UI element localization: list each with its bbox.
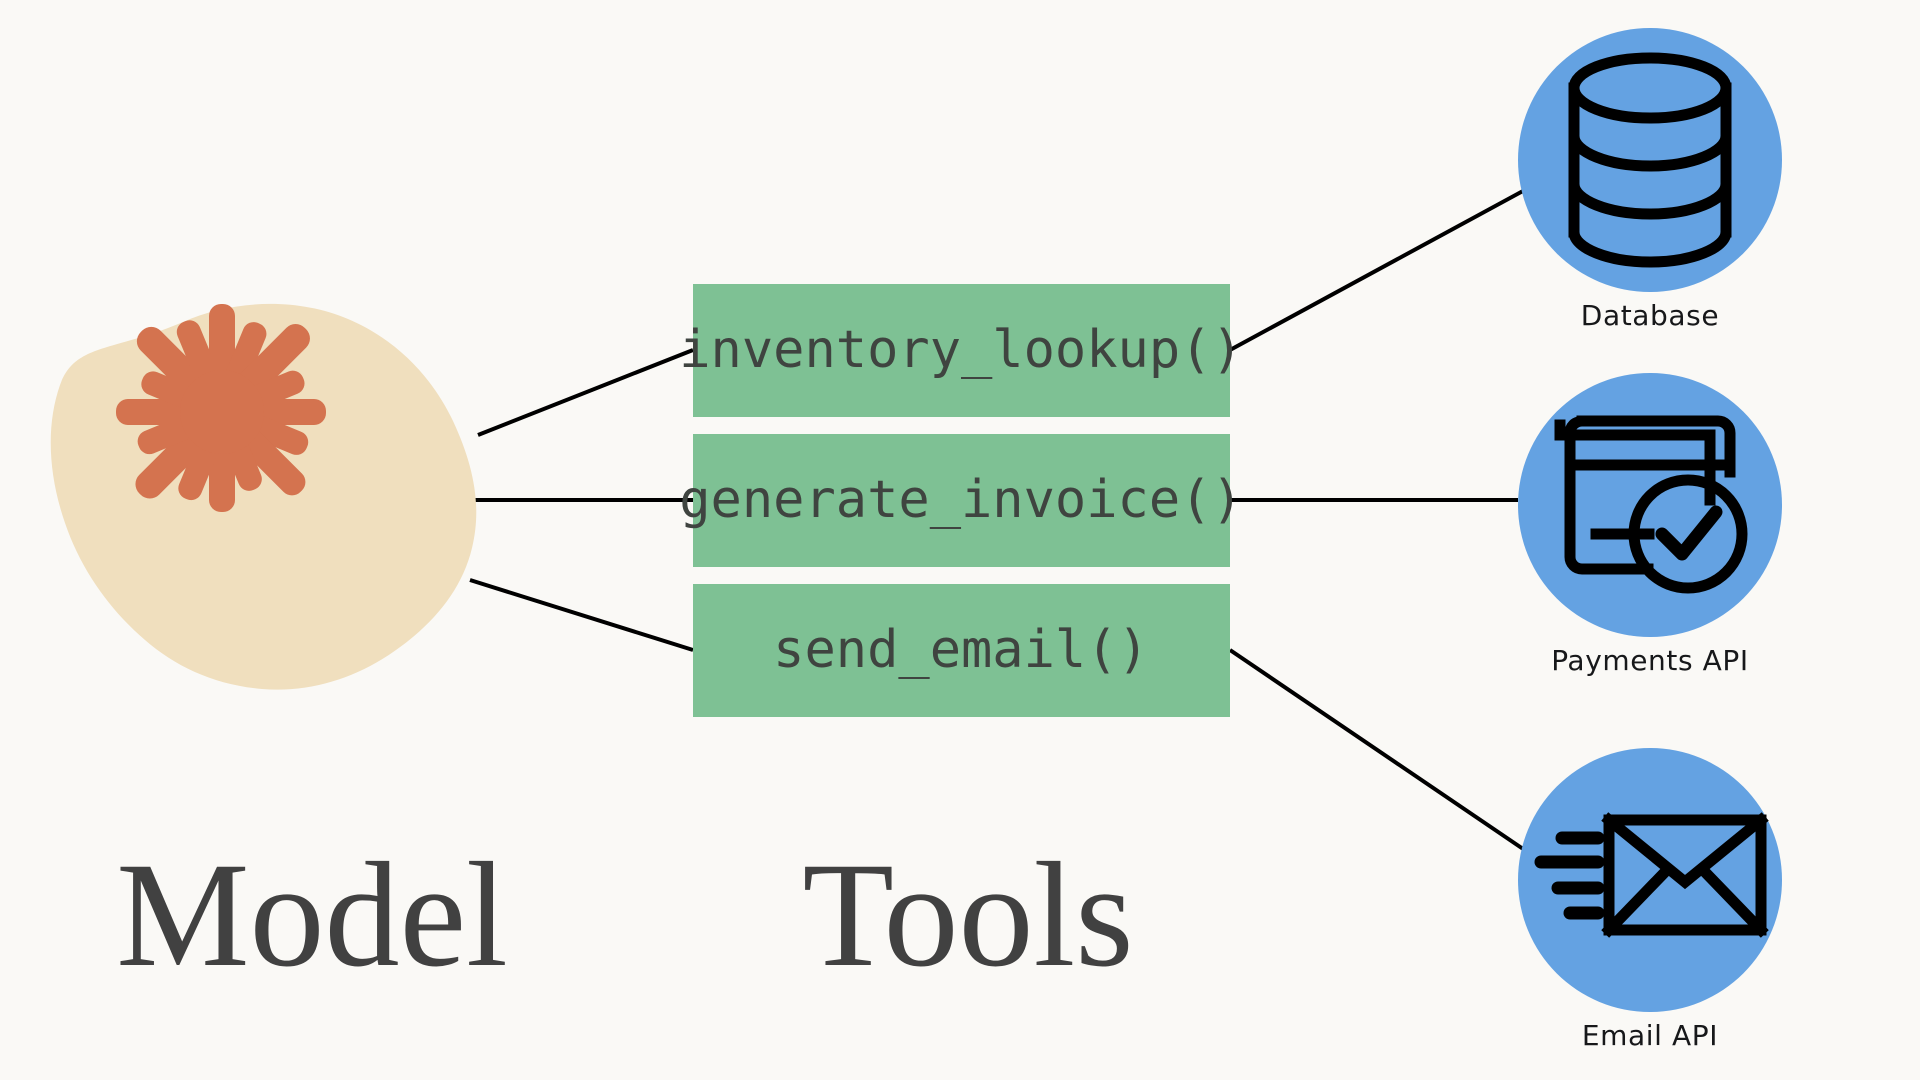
tool-box-rect (693, 284, 1230, 417)
tool-box-rect (693, 584, 1230, 717)
connector-model-to-inventory (477, 348, 694, 437)
external-node-database[interactable]: Database (1518, 28, 1782, 332)
external-label-email-api: Email API (1582, 1019, 1718, 1052)
connector-model-to-send (469, 578, 694, 652)
tool-box-rect (693, 434, 1230, 567)
external-label-payments-api: Payments API (1551, 644, 1749, 677)
credit-card-check-icon (1554, 415, 1748, 594)
tool-label-inventory-lookup: inventory_lookup() (679, 320, 1243, 380)
tool-box-inventory-lookup[interactable]: inventory_lookup() (679, 284, 1243, 417)
database-icon (1568, 52, 1732, 268)
tool-box-send-email[interactable]: send_email() (693, 584, 1230, 717)
connector-group (463, 183, 1535, 857)
external-node-payments-api[interactable]: Payments API (1518, 373, 1782, 677)
asterisk-burst-icon (116, 304, 326, 512)
page-title-model: Model (116, 832, 508, 998)
page-title-tools: Tools (802, 832, 1133, 998)
envelope-send-icon (1534, 812, 1769, 938)
connector-inventory-to-database (1229, 183, 1535, 352)
connector-send-to-email (1228, 648, 1534, 857)
external-label-database: Database (1581, 299, 1719, 332)
model-blob[interactable] (50, 303, 477, 690)
external-node-email-api[interactable]: Email API (1518, 748, 1782, 1052)
tool-label-generate-invoice: generate_invoice() (679, 470, 1243, 530)
tool-box-generate-invoice[interactable]: generate_invoice() (679, 434, 1243, 567)
payments-circle (1518, 373, 1782, 637)
database-circle (1518, 28, 1782, 292)
tool-label-send-email: send_email() (773, 620, 1149, 680)
